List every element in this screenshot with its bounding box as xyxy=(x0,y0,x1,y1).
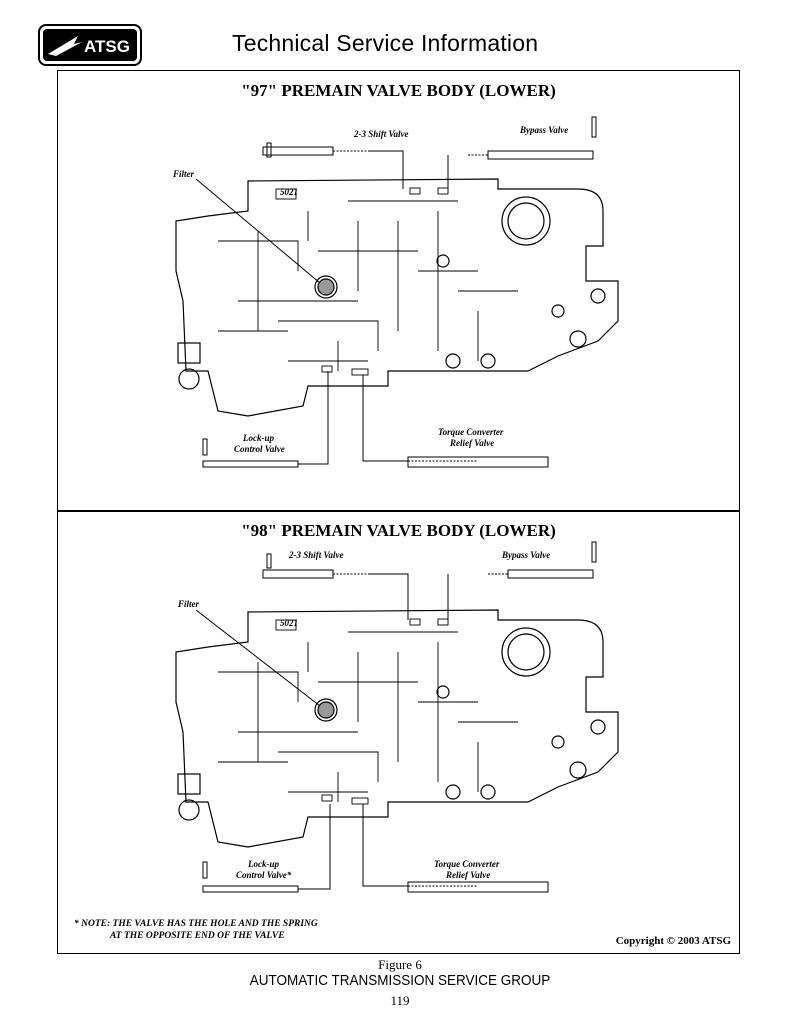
valve-body-diagram-97: 2-3 Shift Valve Bypass Valve Filter 5021… xyxy=(172,116,619,468)
label-torque-line2-97: Relief Valve xyxy=(449,438,494,448)
label-torque-line1-98: Torque Converter xyxy=(434,859,500,869)
valve-note: * NOTE: THE VALVE HAS THE HOLE AND THE S… xyxy=(74,918,318,942)
valve-body-diagram-98: 2-3 Shift Valve Bypass Valve Filter 5021… xyxy=(175,541,619,893)
label-lockup-line1-97: Lock-up xyxy=(242,433,274,443)
page-title: Technical Service Information xyxy=(232,30,539,56)
figure-caption: Figure 6 xyxy=(378,957,422,972)
label-bypass-valve-97: Bypass Valve xyxy=(519,125,568,135)
label-torque-line2-98: Relief Valve xyxy=(445,870,490,880)
panel-title-97: "97" PREMAIN VALVE BODY (LOWER) xyxy=(241,81,556,100)
logo-text: ATSG xyxy=(84,37,130,56)
note-line-1: * NOTE: THE VALVE HAS THE HOLE AND THE S… xyxy=(74,919,318,929)
label-shift-valve-97: 2-3 Shift Valve xyxy=(353,129,409,139)
copyright: Copyright © 2003 ATSG xyxy=(615,935,731,947)
label-filter-97: Filter xyxy=(172,169,194,179)
label-shift-valve-98: 2-3 Shift Valve xyxy=(288,550,344,560)
label-torque-line1-97: Torque Converter xyxy=(438,427,504,437)
label-bypass-valve-98: Bypass Valve xyxy=(501,550,550,560)
page-number: 119 xyxy=(390,993,410,1008)
label-lockup-line2-98: Control Valve* xyxy=(236,870,292,880)
valve-body-panel-97: "97" PREMAIN VALVE BODY (LOWER) xyxy=(57,70,740,511)
note-line-2: AT THE OPPOSITE END OF THE VALVE xyxy=(110,931,285,941)
plate-code-98: 5021 xyxy=(280,618,298,628)
label-lockup-line1-98: Lock-up xyxy=(247,859,279,869)
atsg-logo: ATSG xyxy=(38,24,142,66)
label-filter-98: Filter xyxy=(177,599,199,609)
footer-organization: AUTOMATIC TRANSMISSION SERVICE GROUP xyxy=(249,972,551,989)
plate-code-97: 5021 xyxy=(280,187,298,197)
label-lockup-line2-97: Control Valve xyxy=(234,444,285,454)
panel-title-98: "98" PREMAIN VALVE BODY (LOWER) xyxy=(241,521,556,540)
valve-body-panel-98: "98" PREMAIN VALVE BODY (LOWER) xyxy=(57,511,740,954)
